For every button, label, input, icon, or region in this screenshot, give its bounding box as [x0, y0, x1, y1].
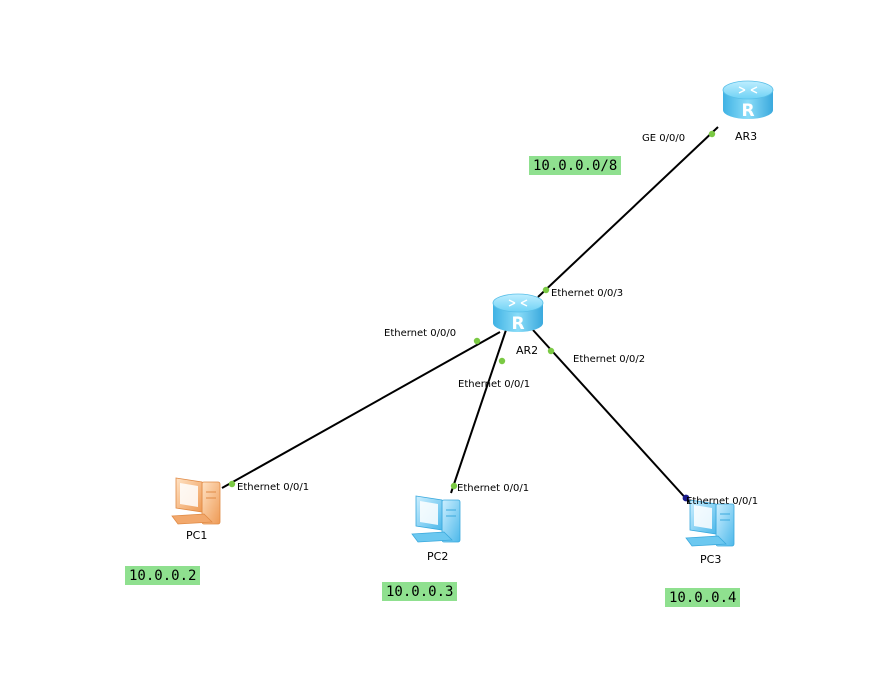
port-label-ar3-ge000: GE 0/0/0 [642, 133, 685, 144]
port-dot-pc1-eth001 [228, 480, 236, 488]
ip-label-network: 10.0.0.0/8 [529, 156, 622, 175]
ip-label-pc2: 10.0.0.3 [382, 582, 458, 601]
port-dot-ar2-eth002 [547, 347, 555, 355]
port-dot-pc2-eth001 [450, 482, 458, 490]
port-label-ar2-eth000: Ethernet 0/0/0 [384, 328, 456, 339]
port-label-ar2-eth002: Ethernet 0/0/2 [573, 354, 645, 365]
port-dot-ar3-ge000 [708, 130, 716, 138]
port-dots [228, 130, 716, 502]
node-label-pc2: PC2 [427, 550, 448, 563]
router-icon-ar2[interactable]: R [492, 293, 544, 334]
port-label-ar2-eth003: Ethernet 0/0/3 [551, 288, 623, 299]
node-label-ar2: AR2 [516, 344, 538, 357]
router-icon-ar3[interactable]: R [722, 80, 774, 121]
port-dot-ar2-eth000 [473, 337, 481, 345]
port-dot-ar2-eth003 [542, 286, 550, 294]
port-dot-ar2-eth001 [498, 357, 506, 365]
pc-icon-pc3[interactable] [685, 499, 735, 547]
svg-text:R: R [741, 101, 754, 121]
link-ar2-ar3[interactable] [537, 126, 719, 298]
ip-label-pc1: 10.0.0.2 [125, 566, 201, 585]
pc-icon-pc1[interactable] [171, 477, 221, 525]
port-dot-pc3-eth001 [682, 494, 690, 502]
node-label-ar3: AR3 [735, 130, 757, 143]
port-label-ar2-eth001: Ethernet 0/0/1 [458, 379, 530, 390]
link-ar2-pc1[interactable] [221, 331, 501, 489]
links [221, 126, 719, 504]
pc-icon-pc2[interactable] [411, 495, 461, 543]
svg-text:R: R [511, 314, 524, 334]
node-label-pc1: PC1 [186, 529, 207, 542]
link-ar2-pc2[interactable] [450, 329, 507, 494]
port-label-pc3-eth001: Ethernet 0/0/1 [686, 496, 758, 507]
link-ar2-pc3[interactable] [532, 329, 691, 504]
port-label-pc1-eth001: Ethernet 0/0/1 [237, 482, 309, 493]
port-label-pc2-eth001: Ethernet 0/0/1 [457, 483, 529, 494]
ip-label-pc3: 10.0.0.4 [665, 588, 741, 607]
node-label-pc3: PC3 [700, 553, 721, 566]
